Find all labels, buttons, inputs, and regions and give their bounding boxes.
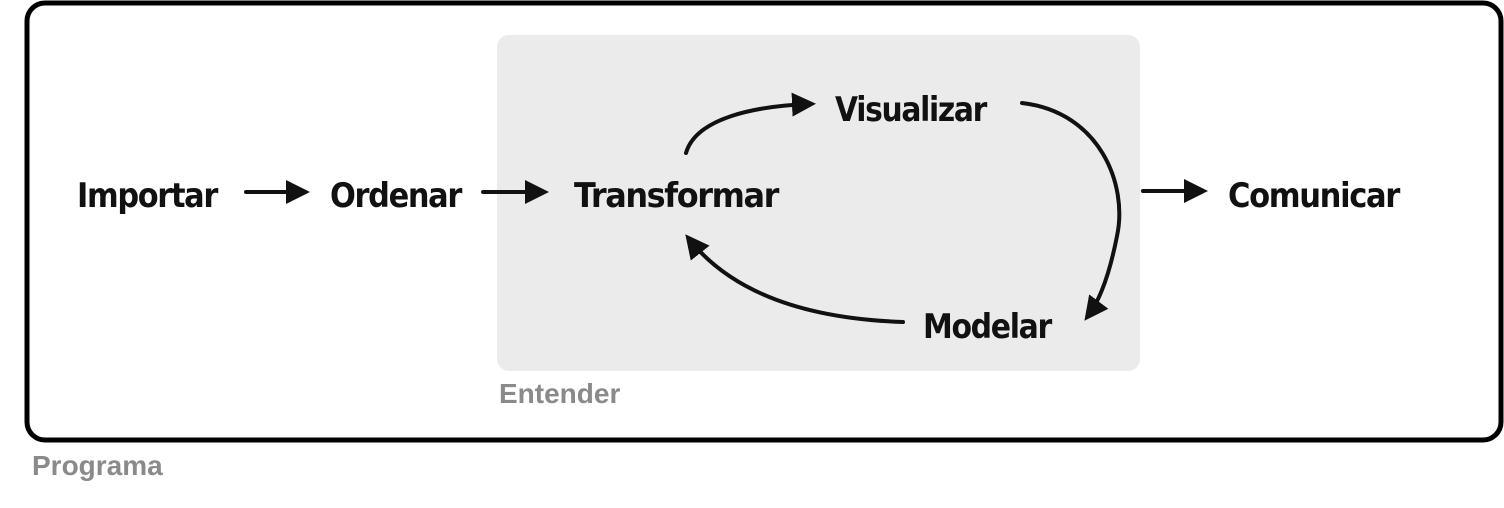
programa-label: Programa (32, 450, 163, 481)
node-modelar: Modelar (923, 307, 1053, 347)
node-comunicar: Comunicar (1228, 176, 1401, 216)
node-visualizar: Visualizar (835, 90, 988, 130)
arrow-visualizar-to-modelar (1020, 101, 1122, 321)
entender-region (497, 35, 1140, 371)
node-ordenar: Ordenar (330, 176, 463, 216)
arrow-transformar-to-visualizar (684, 92, 816, 155)
node-transformar: Transformar (574, 176, 780, 216)
arrow-modelar-to-transformar (685, 234, 905, 324)
entender-label: Entender (499, 378, 620, 409)
node-importar: Importar (77, 176, 219, 216)
